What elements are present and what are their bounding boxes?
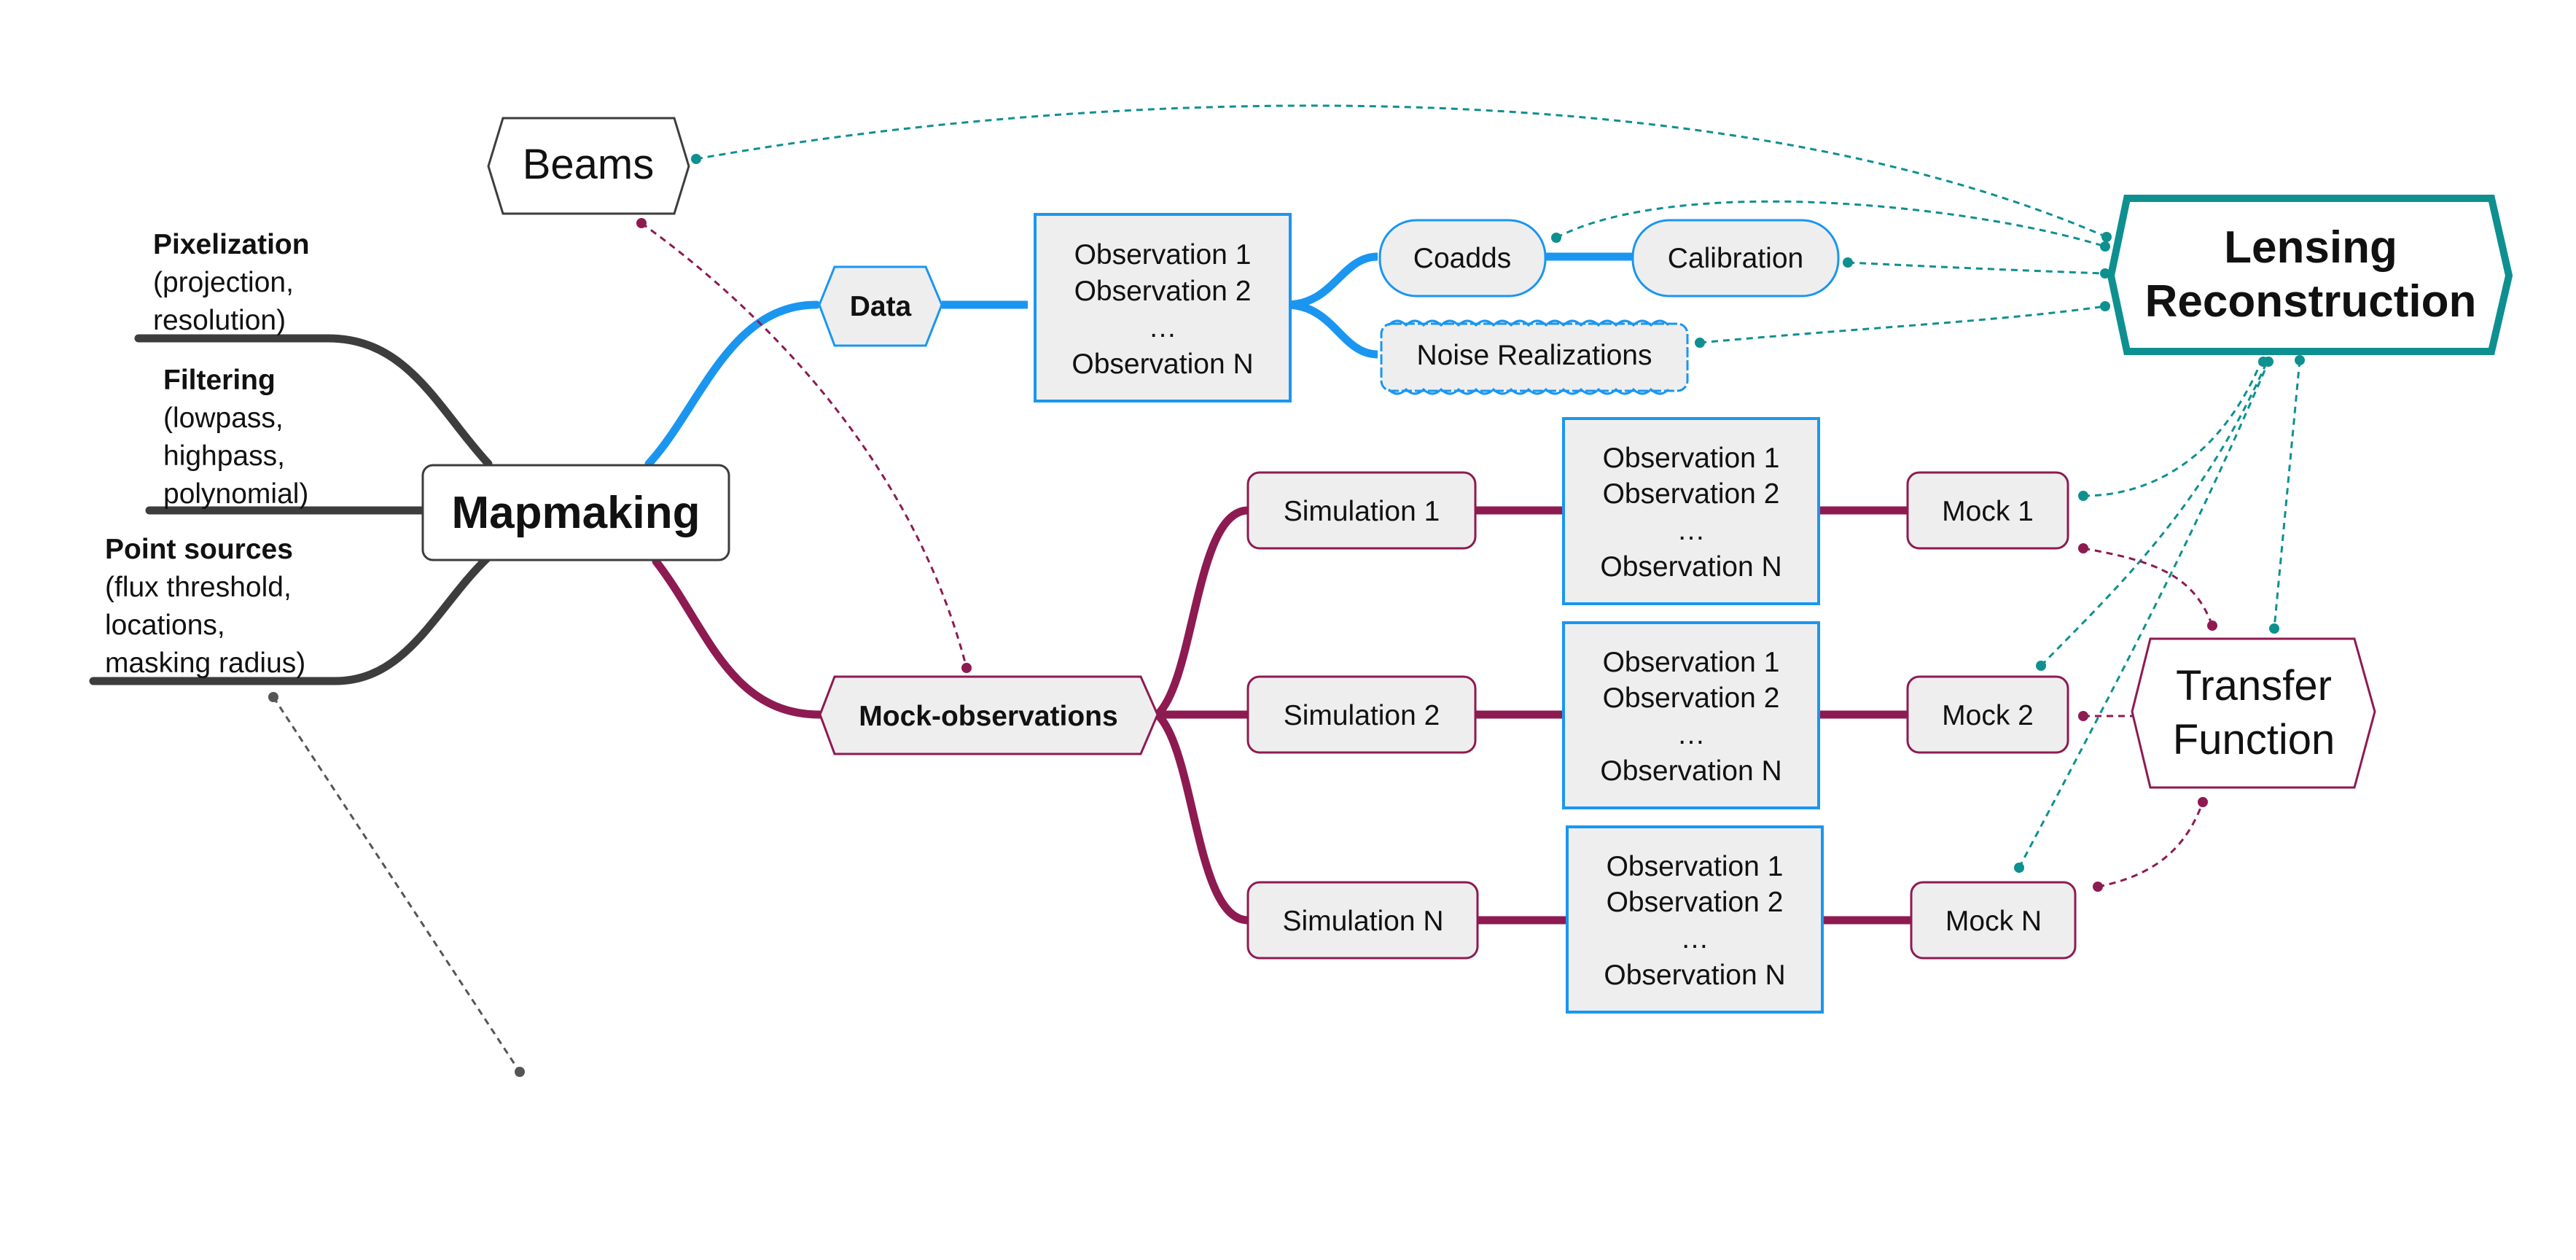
obs-line-1: Observation 1 bbox=[1603, 443, 1780, 474]
node-mapmaking-label: Mapmaking bbox=[451, 488, 700, 538]
simulation-row-n: Simulation N Observation 1 Observation 2… bbox=[1246, 825, 2077, 1014]
node-transfer-function[interactable]: Transfer Function bbox=[2131, 637, 2376, 789]
param-point-sources-detail-2: locations, bbox=[105, 610, 225, 641]
param-filtering-detail-2: highpass, bbox=[163, 440, 285, 472]
obs-line-1: Observation 1 bbox=[1074, 239, 1252, 271]
branch-observations-coadds bbox=[1286, 252, 1378, 309]
obs-line-2: Observation 2 bbox=[1603, 478, 1780, 510]
node-coadds[interactable]: Coadds bbox=[1378, 219, 1547, 298]
mock-2-node[interactable]: Mock 2 bbox=[1906, 675, 2069, 754]
link-noise-lensing bbox=[1699, 305, 2106, 344]
link-calibration-lensing bbox=[1847, 261, 2106, 275]
simulation-n-label: Simulation N bbox=[1282, 906, 1443, 937]
param-point-sources-heading: Point sources bbox=[105, 534, 293, 565]
param-filtering-detail-3: polynomial) bbox=[163, 478, 309, 510]
param-filtering: Filtering (lowpass, highpass, polynomial… bbox=[163, 362, 308, 513]
mock-n-node[interactable]: Mock N bbox=[1910, 881, 2077, 960]
link-lensing-transfer bbox=[2273, 359, 2301, 629]
simulation-1-node[interactable]: Simulation 1 bbox=[1246, 471, 1477, 550]
simulation-1-observations-box[interactable]: Observation 1 Observation 2 … Observatio… bbox=[1562, 417, 1820, 605]
param-point-sources-detail-3: masking radius) bbox=[105, 648, 306, 679]
simulation-n-node[interactable]: Simulation N bbox=[1246, 881, 1479, 960]
obs-line-n: Observation N bbox=[1600, 755, 1781, 787]
simulation-2-label: Simulation 2 bbox=[1284, 700, 1440, 731]
param-point-sources: Point sources (flux threshold, locations… bbox=[105, 531, 305, 682]
transfer-label-line2: Function bbox=[2173, 716, 2335, 763]
param-pixelization-heading: Pixelization bbox=[153, 229, 310, 260]
node-lensing-reconstruction[interactable]: Lensing Reconstruction bbox=[2107, 195, 2513, 355]
branch-mapmaking-data bbox=[644, 300, 821, 468]
param-filtering-heading: Filtering bbox=[163, 365, 276, 396]
node-noise-realizations-label: Noise Realizations bbox=[1417, 340, 1652, 371]
link-lensing-mockN bbox=[2018, 361, 2270, 868]
data-observations-box[interactable]: Observation 1 Observation 2 … Observatio… bbox=[1034, 213, 1292, 402]
node-mapmaking[interactable]: Mapmaking bbox=[421, 464, 730, 561]
link-mock1-transfer bbox=[2083, 547, 2214, 626]
obs-ellipsis: … bbox=[1677, 719, 1706, 750]
mock-1-label: Mock 1 bbox=[1942, 496, 2034, 527]
mock-2-label: Mock 2 bbox=[1942, 700, 2034, 731]
node-noise-realizations[interactable]: Noise Realizations bbox=[1380, 319, 1689, 395]
node-mock-observations[interactable]: Mock-observations bbox=[819, 675, 1159, 755]
node-coadds-label: Coadds bbox=[1413, 243, 1511, 274]
node-calibration[interactable]: Calibration bbox=[1631, 219, 1840, 298]
mock-n-label: Mock N bbox=[1945, 906, 2042, 937]
node-mock-observations-label: Mock-observations bbox=[859, 701, 1117, 732]
link-endpoints bbox=[268, 154, 2305, 1077]
param-pixelization-detail-2: resolution) bbox=[153, 305, 286, 336]
node-beams[interactable]: Beams bbox=[487, 117, 690, 215]
simulation-n-observations-box[interactable]: Observation 1 Observation 2 … Observatio… bbox=[1566, 825, 1824, 1014]
obs-line-n: Observation N bbox=[1600, 551, 1781, 583]
branch-mapmaking-mock bbox=[652, 557, 824, 719]
link-beams-lensing bbox=[695, 104, 2107, 238]
branch-point-sources bbox=[89, 553, 493, 685]
link-lensing-mock2 bbox=[2040, 361, 2268, 667]
lensing-label-line1: Lensing bbox=[2224, 222, 2397, 273]
node-data[interactable]: Data bbox=[818, 265, 943, 347]
transfer-label-line1: Transfer bbox=[2176, 662, 2332, 709]
obs-line-2: Observation 2 bbox=[1074, 276, 1252, 307]
branch-mock-sim1 bbox=[1154, 506, 1249, 718]
obs-line-2: Observation 2 bbox=[1603, 682, 1780, 714]
obs-line-n: Observation N bbox=[1604, 960, 1785, 991]
simulation-2-node[interactable]: Simulation 2 bbox=[1246, 675, 1477, 754]
obs-ellipsis: … bbox=[1149, 312, 1177, 343]
simulation-row-1: Simulation 1 Observation 1 Observation 2… bbox=[1246, 417, 2069, 605]
obs-line-2: Observation 2 bbox=[1607, 887, 1784, 918]
link-mockN-transfer bbox=[2097, 801, 2204, 888]
obs-ellipsis: … bbox=[1677, 515, 1706, 546]
param-pixelization-detail-1: (projection, bbox=[153, 267, 294, 298]
lensing-label-line2: Reconstruction bbox=[2145, 276, 2477, 327]
node-beams-label: Beams bbox=[523, 141, 655, 188]
branch-mock-simN bbox=[1154, 712, 1249, 925]
link-coadds-lensing bbox=[1556, 200, 2106, 248]
obs-line-1: Observation 1 bbox=[1603, 647, 1780, 678]
node-data-label: Data bbox=[850, 291, 912, 322]
simulation-2-observations-box[interactable]: Observation 1 Observation 2 … Observatio… bbox=[1562, 621, 1820, 809]
simulation-1-label: Simulation 1 bbox=[1284, 496, 1440, 527]
node-calibration-label: Calibration bbox=[1668, 243, 1803, 274]
obs-line-n: Observation N bbox=[1072, 349, 1253, 380]
link-beams-mock bbox=[641, 222, 968, 669]
obs-line-1: Observation 1 bbox=[1607, 851, 1784, 882]
branch-pixelization bbox=[134, 334, 493, 468]
simulation-row-2: Simulation 2 Observation 1 Observation 2… bbox=[1246, 621, 2069, 809]
param-filtering-detail-1: (lowpass, bbox=[163, 402, 284, 434]
link-lensing-mock1 bbox=[2083, 361, 2263, 497]
obs-ellipsis: … bbox=[1681, 923, 1709, 954]
link-point-sources-dot bbox=[272, 696, 521, 1073]
mock-1-node[interactable]: Mock 1 bbox=[1906, 471, 2069, 550]
branch-observations-noise bbox=[1286, 300, 1378, 359]
param-pixelization: Pixelization (projection, resolution) bbox=[153, 226, 310, 340]
param-point-sources-detail-1: (flux threshold, bbox=[105, 572, 292, 603]
